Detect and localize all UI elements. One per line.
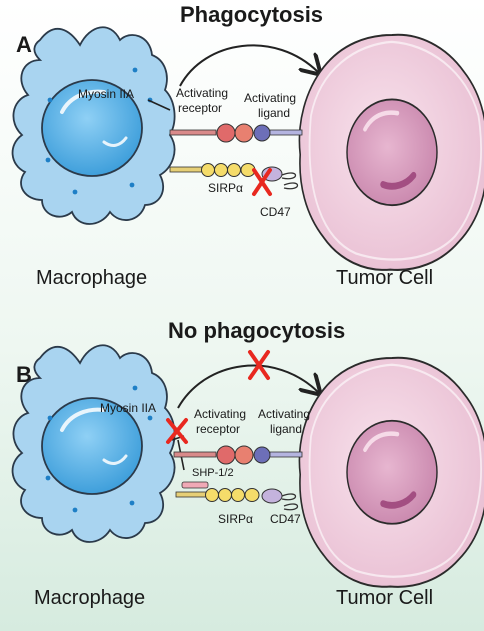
panel-a: A Phagocytosis Myosin IIA Activating rec… — [10, 2, 484, 289]
macrophage-cell-a — [10, 25, 177, 227]
tumor-label-b: Tumor Cell — [336, 587, 433, 609]
macrophage-label-b: Macrophage — [34, 587, 145, 609]
sirpa-label-b: SIRPα — [218, 512, 253, 526]
sirpa-label-a: SIRPα — [208, 181, 243, 195]
shp-protein — [181, 481, 209, 489]
block-x-arrow — [248, 350, 270, 380]
phagocytosis-arrow — [179, 44, 318, 87]
activating-receptor-b — [216, 445, 236, 465]
myosin-label-b: Myosin IIA — [100, 401, 156, 415]
tumor-label-a: Tumor Cell — [336, 267, 433, 289]
cd47-b — [261, 488, 283, 504]
ligand-label-b-line1: Activating — [258, 407, 310, 421]
macrophage-cell-b — [10, 343, 177, 544]
panel-b-letter: B — [16, 362, 32, 387]
myosin-pointer-a — [147, 99, 171, 111]
membrane-ripple-a — [281, 172, 297, 180]
myosin-label-a: Myosin IIA — [78, 87, 134, 101]
shp-label: SHP-1/2 — [192, 467, 234, 479]
receptor-label-b-line1: Activating — [194, 407, 246, 421]
activating-receptor-a — [216, 123, 236, 143]
membrane-ripple-b — [281, 493, 297, 501]
receptor-label-a-line2: receptor — [178, 101, 222, 115]
panel-a-letter: A — [16, 32, 32, 57]
sirpa-domain-a — [201, 163, 215, 177]
panel-a-title: Phagocytosis — [180, 2, 323, 27]
block-x-myosin — [166, 418, 188, 444]
panel-b: B No phagocytosis Myosin IIA Activating … — [10, 318, 484, 609]
tumor-cell-a — [299, 35, 484, 270]
phagocytosis-arrow-b — [177, 364, 318, 409]
panel-b-title: No phagocytosis — [168, 318, 345, 343]
sirpa-domain-b — [205, 488, 219, 502]
receptor-label-b-line2: receptor — [196, 422, 240, 436]
cd47-label-b: CD47 — [270, 512, 301, 526]
block-x-a — [252, 168, 272, 196]
activating-ligand-b — [253, 446, 271, 464]
ligand-label-a-line1: Activating — [244, 91, 296, 105]
macrophage-label-a: Macrophage — [36, 267, 147, 289]
receptor-label-a-line1: Activating — [176, 86, 228, 100]
ligand-label-a-line2: ligand — [258, 106, 290, 120]
tumor-cell-b — [299, 358, 484, 587]
cd47-label-a: CD47 — [260, 205, 291, 219]
activating-ligand-a — [253, 124, 271, 142]
ligand-label-b-line2: ligand — [270, 422, 302, 436]
